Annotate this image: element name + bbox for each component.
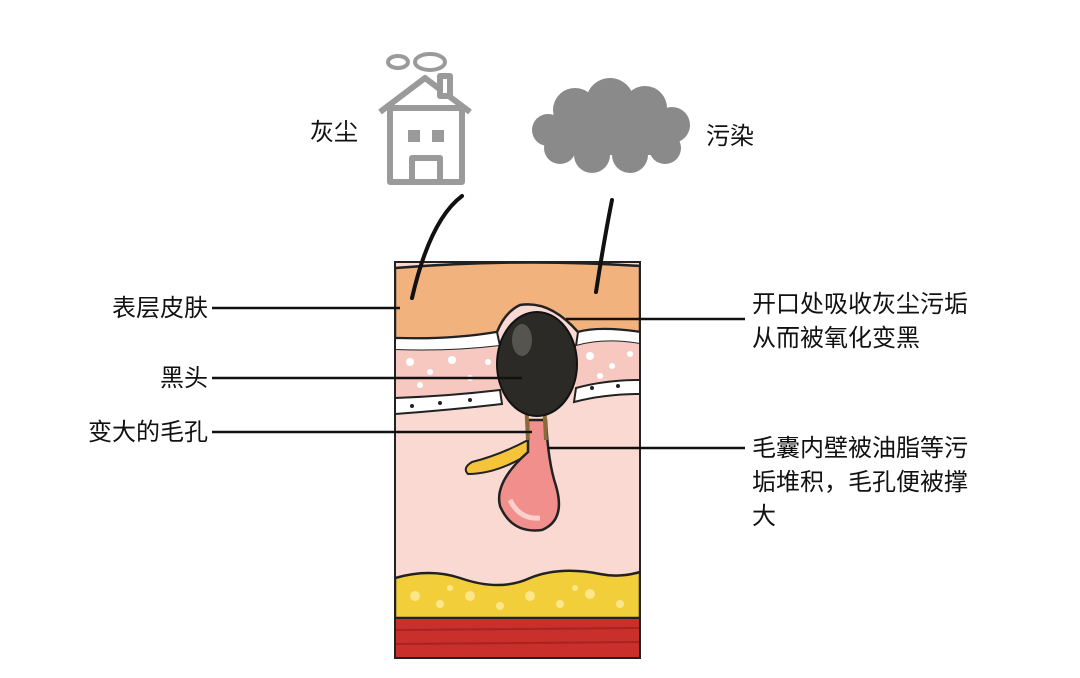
pollution-label: 污染	[706, 122, 754, 150]
sebaceous-gland	[464, 438, 534, 476]
pollution-pointer-line	[594, 198, 614, 294]
muscle-layer	[395, 617, 640, 658]
house-icon	[378, 52, 472, 185]
blackhead-label: 黑头	[160, 364, 208, 392]
cloud-icon	[532, 78, 690, 173]
dust-pointer-line	[410, 194, 464, 300]
opening-label-line2: 从而被氧化变黑	[752, 324, 920, 352]
enlarged-pore-label: 变大的毛孔	[88, 418, 208, 446]
follicle-label-line1: 毛囊内壁被油脂等污	[752, 434, 968, 462]
opening-label-line1: 开口处吸收灰尘污垢	[752, 290, 968, 318]
blackhead	[496, 311, 578, 417]
fat-layer	[395, 569, 640, 620]
follicle-label-line2: 垢堆积，毛孔便被撑	[752, 468, 968, 496]
skin-cross-section	[395, 262, 640, 658]
dust-label: 灰尘	[310, 118, 358, 146]
epidermis-label: 表层皮肤	[112, 294, 208, 322]
follicle-label-line3: 大	[752, 502, 776, 530]
